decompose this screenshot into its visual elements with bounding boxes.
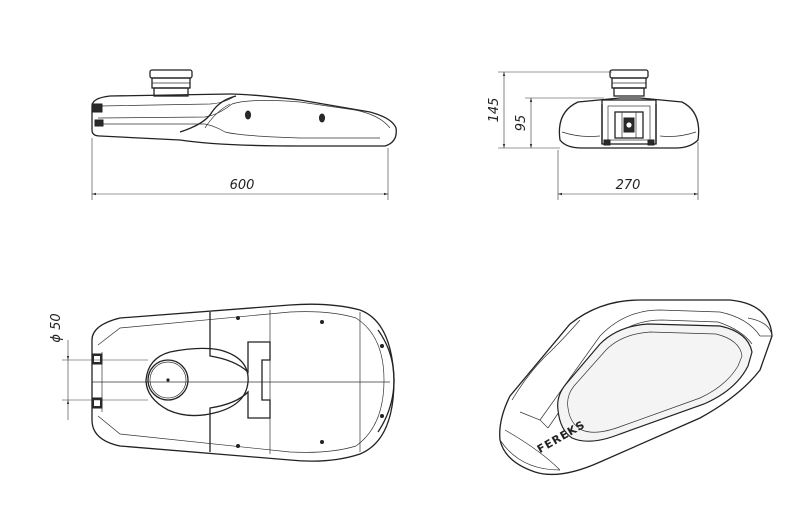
dimension-145-label: 145 [487, 98, 502, 123]
dimension-95: 95 [514, 97, 604, 148]
dimension-600-label: 600 [230, 178, 255, 193]
dimension-diameter-50: ϕ 50 [49, 313, 148, 420]
dimension-270-label: 270 [616, 178, 641, 193]
dimension-600: 600 [91, 138, 389, 200]
dimension-270: 270 [557, 142, 699, 200]
top-view [91, 303, 395, 462]
isometric-view: FEREKS [499, 299, 773, 476]
side-view [91, 69, 397, 147]
front-view [558, 69, 700, 149]
dimension-145: 145 [487, 71, 612, 149]
dimension-diameter-50-label: ϕ 50 [49, 313, 64, 342]
dimension-95-label: 95 [514, 115, 529, 132]
